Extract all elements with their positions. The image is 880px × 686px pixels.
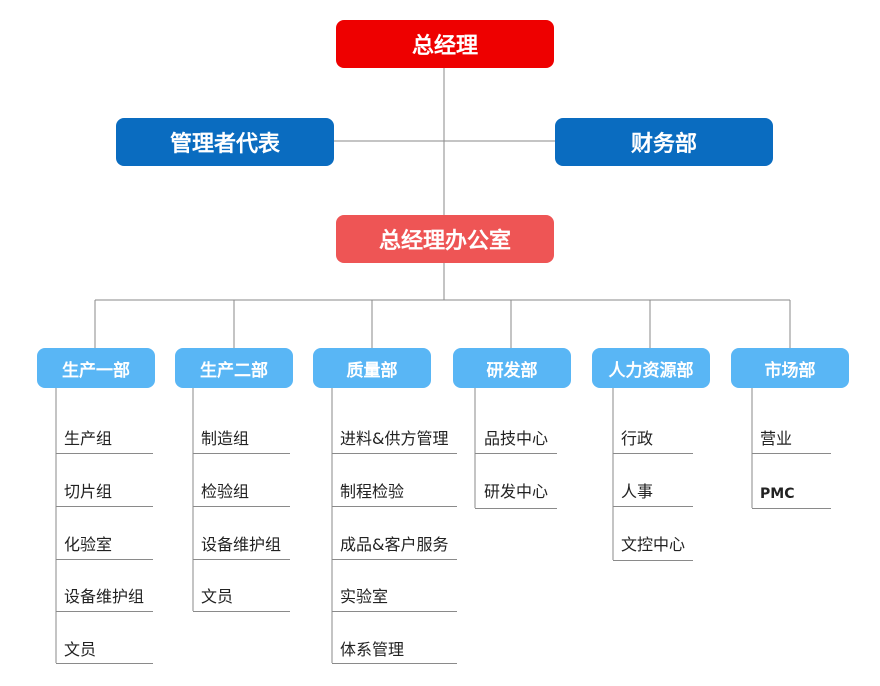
sub-item: 切片组 bbox=[64, 482, 113, 501]
gm-office-label: 总经理办公室 bbox=[378, 229, 511, 254]
sub-item: 行政 bbox=[621, 429, 654, 448]
finance-label: 财务部 bbox=[630, 132, 697, 157]
finance-box: 财务部 bbox=[555, 118, 773, 166]
sub-underline bbox=[613, 506, 693, 507]
sub-underline bbox=[193, 611, 290, 612]
dept-label: 人力资源部 bbox=[608, 360, 694, 381]
general-manager-box: 总经理 bbox=[336, 20, 554, 68]
dept-label: 质量部 bbox=[346, 360, 398, 381]
sub-underline bbox=[56, 611, 153, 612]
sub-item: 文员 bbox=[64, 640, 97, 659]
dept-box-6: 市场部 bbox=[731, 348, 849, 388]
sub-underline bbox=[332, 611, 457, 612]
management-rep-label: 管理者代表 bbox=[169, 132, 280, 157]
dept-box-4: 研发部 bbox=[453, 348, 571, 388]
management-rep-box: 管理者代表 bbox=[116, 118, 334, 166]
sub-item: 文员 bbox=[201, 587, 234, 606]
dept-label: 生产一部 bbox=[62, 360, 130, 381]
sub-item: 体系管理 bbox=[340, 640, 405, 659]
sub-underline bbox=[752, 508, 831, 509]
sub-item: 营业 bbox=[760, 429, 793, 448]
sub-item: 进料&供方管理 bbox=[340, 429, 449, 448]
sub-underline bbox=[193, 506, 290, 507]
dept-box-2: 生产二部 bbox=[175, 348, 293, 388]
sub-underline bbox=[56, 559, 153, 560]
sub-underline bbox=[475, 453, 557, 454]
sub-item: 化验室 bbox=[64, 535, 113, 554]
dept-label: 市场部 bbox=[764, 360, 816, 381]
sub-underline bbox=[56, 453, 153, 454]
sub-underline bbox=[332, 506, 457, 507]
sub-item: 文控中心 bbox=[621, 535, 686, 554]
sub-underline bbox=[332, 559, 457, 560]
sub-underline bbox=[193, 559, 290, 560]
dept-box-1: 生产一部 bbox=[37, 348, 155, 388]
sub-underline bbox=[332, 663, 457, 664]
sub-underline bbox=[56, 663, 153, 664]
sub-item: PMC bbox=[760, 486, 795, 502]
sub-item: 研发中心 bbox=[484, 482, 549, 501]
sub-underline bbox=[332, 453, 457, 454]
sub-item: 制程检验 bbox=[340, 482, 405, 501]
sub-underline bbox=[475, 508, 557, 509]
sub-item: 品技中心 bbox=[484, 429, 549, 448]
sub-item: 设备维护组 bbox=[201, 535, 282, 554]
sub-underline bbox=[752, 453, 831, 454]
dept-label: 生产二部 bbox=[200, 360, 268, 381]
sub-item: 检验组 bbox=[201, 482, 250, 501]
general-manager-label: 总经理 bbox=[411, 34, 478, 59]
sub-underline bbox=[193, 453, 290, 454]
sub-underline bbox=[613, 560, 693, 561]
sub-item: 制造组 bbox=[201, 429, 250, 448]
gm-office-box: 总经理办公室 bbox=[336, 215, 554, 263]
sub-item: 成品&客户服务 bbox=[340, 535, 449, 554]
sub-underline bbox=[613, 453, 693, 454]
sub-item: 实验室 bbox=[340, 587, 389, 606]
sub-item: 设备维护组 bbox=[64, 587, 145, 606]
sub-underline bbox=[56, 506, 153, 507]
dept-label: 研发部 bbox=[486, 360, 538, 381]
sub-item: 人事 bbox=[621, 482, 654, 501]
dept-box-3: 质量部 bbox=[313, 348, 431, 388]
sub-item: 生产组 bbox=[64, 429, 113, 448]
dept-box-5: 人力资源部 bbox=[592, 348, 710, 388]
